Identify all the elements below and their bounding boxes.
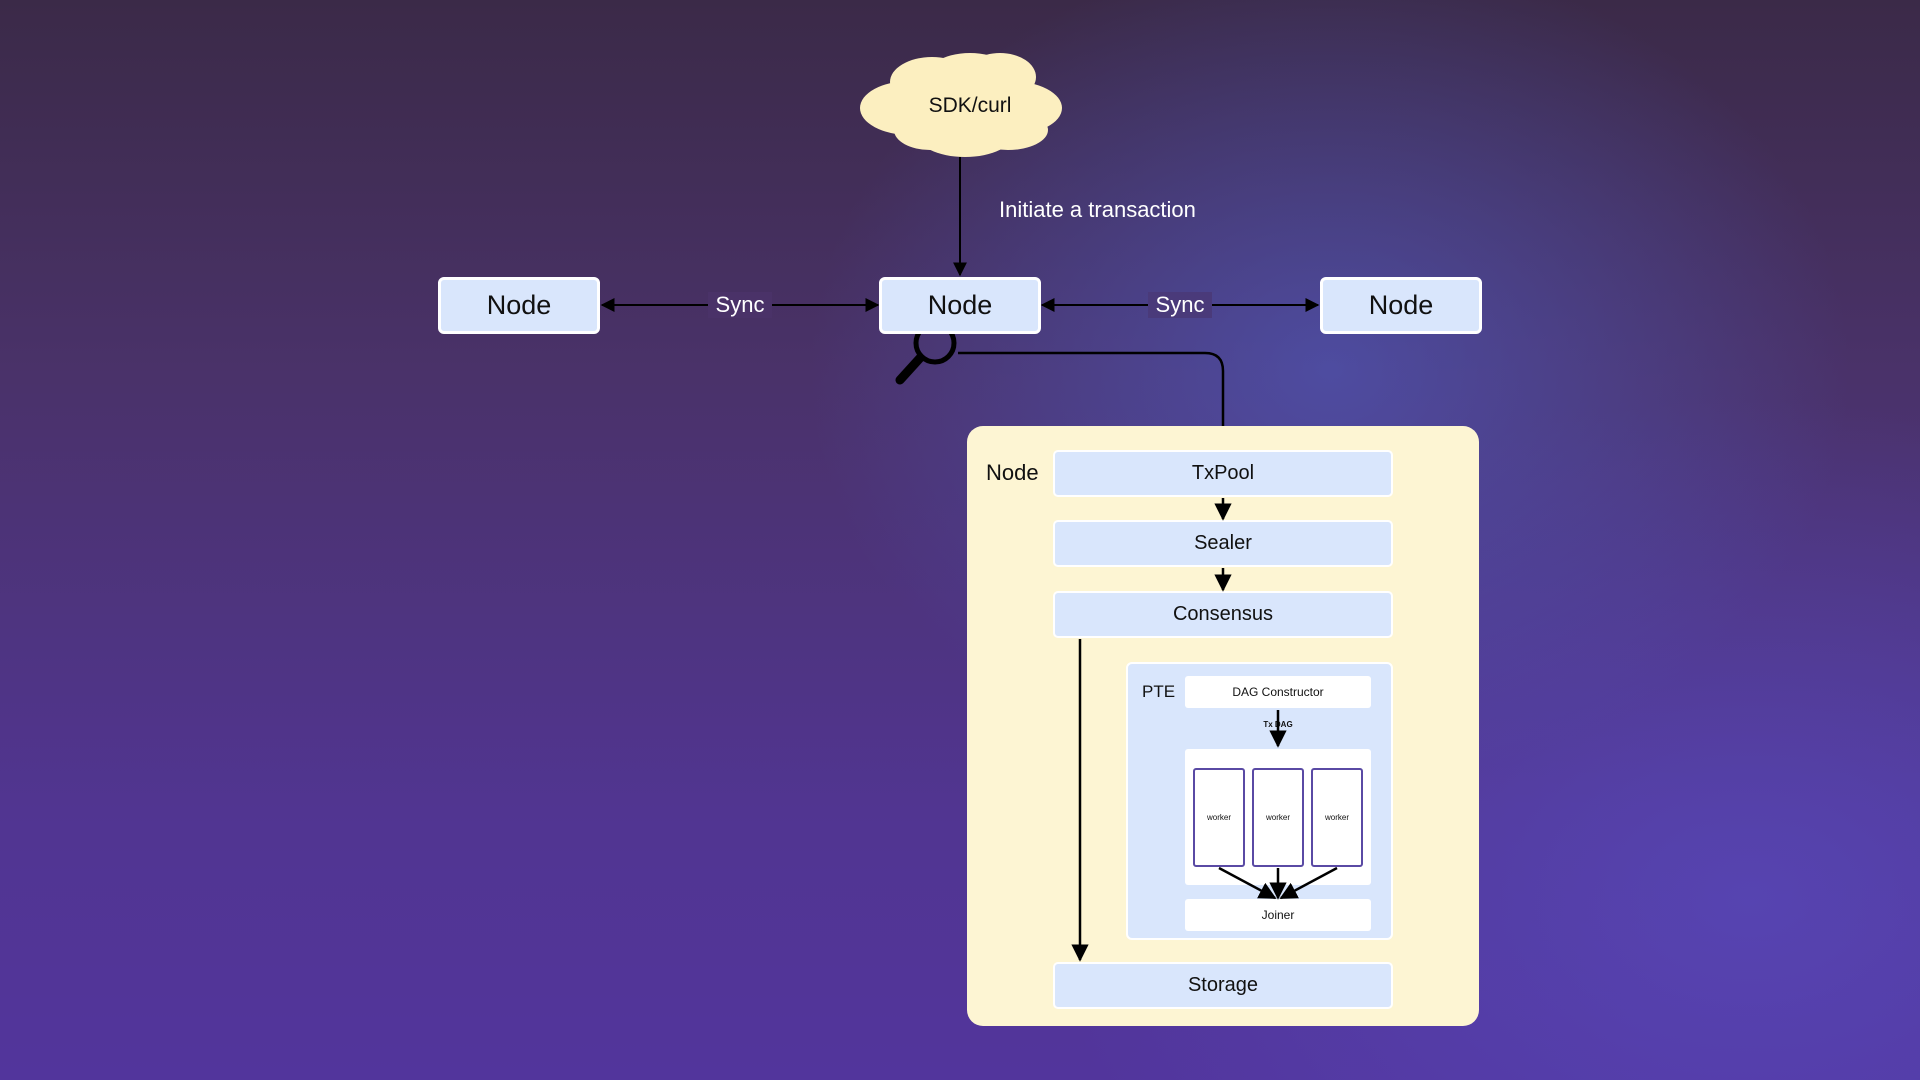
storage-stage[interactable]: Storage	[1053, 962, 1393, 1009]
initiate-transaction-label: Initiate a transaction	[999, 197, 1196, 222]
worker-3[interactable]: worker	[1311, 768, 1363, 867]
sync-left-label: Sync	[707, 292, 773, 318]
sync-left-wrap: Sync	[702, 290, 778, 320]
node-detail-title: Node	[986, 460, 1039, 485]
node-left[interactable]: Node	[438, 277, 600, 334]
node-center[interactable]: Node	[879, 277, 1041, 334]
worker-1[interactable]: worker	[1193, 768, 1245, 867]
joiner-box[interactable]: Joiner	[1185, 899, 1371, 931]
sync-right-wrap: Sync	[1142, 290, 1218, 320]
worker-2[interactable]: worker	[1252, 768, 1304, 867]
zoom-connector	[958, 351, 1232, 447]
txpool-stage[interactable]: TxPool	[1053, 450, 1393, 497]
tx-dag-label: Tx DAG	[1258, 720, 1298, 729]
cloud-label: SDK/curl	[928, 94, 1012, 117]
node-right[interactable]: Node	[1320, 277, 1482, 334]
pte-title: PTE	[1142, 682, 1176, 701]
dag-constructor-box[interactable]: DAG Constructor	[1185, 676, 1371, 708]
consensus-stage[interactable]: Consensus	[1053, 591, 1393, 638]
sealer-stage[interactable]: Sealer	[1053, 520, 1393, 567]
sync-right-label: Sync	[1147, 292, 1213, 318]
cloud-icon	[860, 53, 1062, 157]
